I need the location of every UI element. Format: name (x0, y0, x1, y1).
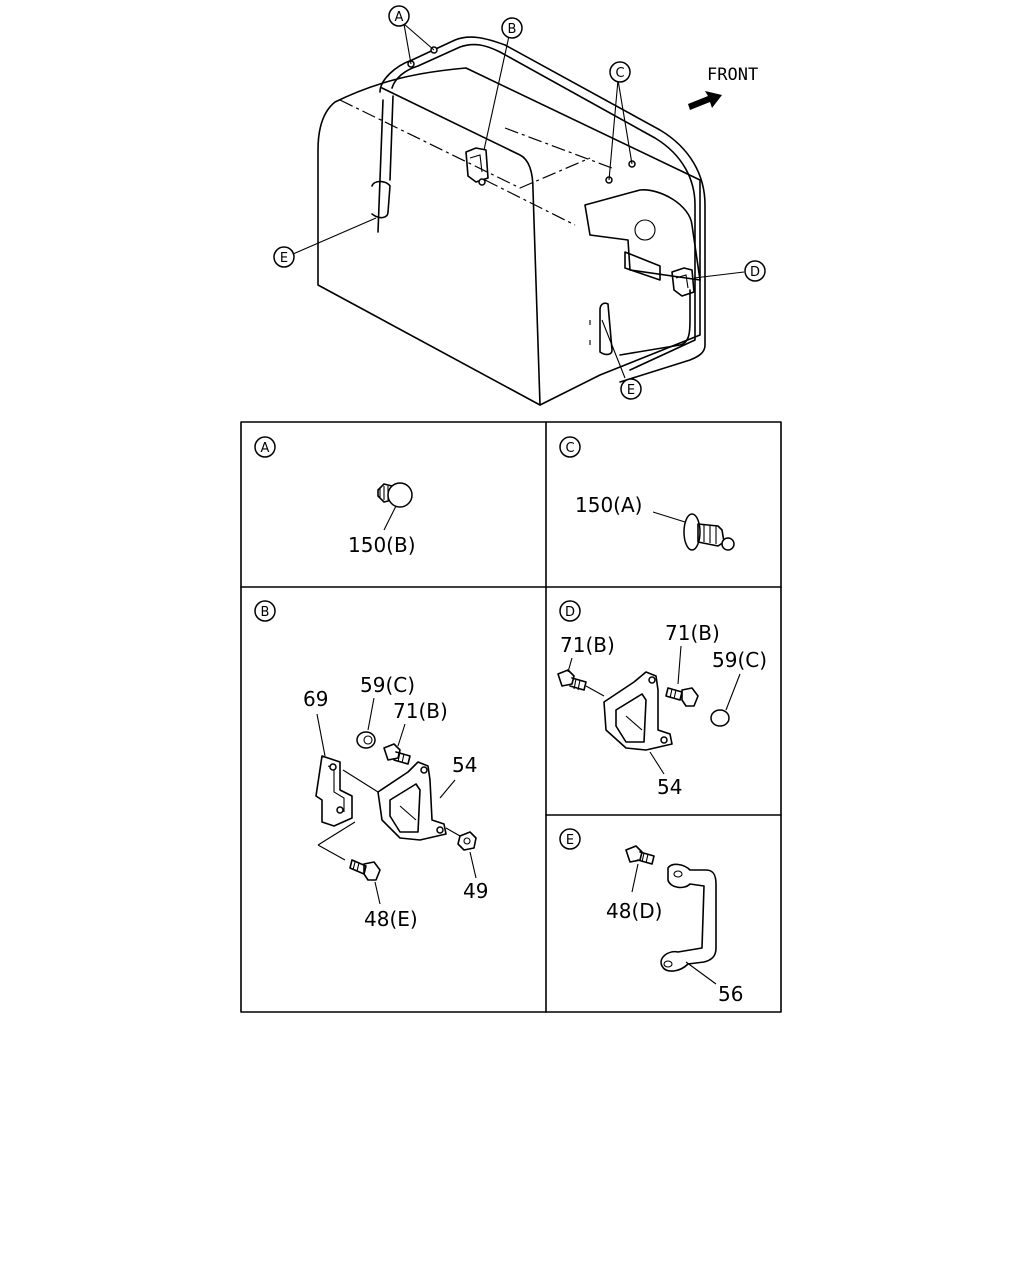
grommet-59c-icon (356, 731, 376, 749)
svg-text:B: B (508, 22, 517, 37)
grommet-59c-d-icon (710, 709, 730, 727)
callout-e-right: E (620, 378, 642, 400)
front-indicator: FRONT (688, 65, 758, 110)
part-label-49: 49 (463, 879, 488, 903)
callout-b: B (501, 17, 523, 39)
svg-text:A: A (395, 10, 404, 25)
bracket-54-d-icon (603, 671, 673, 751)
svg-text:E: E (627, 383, 635, 398)
part-label-71b-left: 71(B) (560, 633, 615, 657)
bracket-b-overview (465, 147, 489, 183)
front-arrow-icon (688, 91, 722, 110)
cab-overview (317, 36, 706, 406)
svg-text:C: C (615, 66, 624, 81)
detail-grid (240, 421, 782, 1013)
clip-150a-icon (683, 513, 735, 551)
panel-c-letter: C (565, 441, 574, 456)
part-label-150b: 150(B) (348, 533, 416, 557)
roof-hidden-line (339, 99, 591, 189)
bracket-54-icon (377, 761, 447, 841)
part-label-59c: 59(C) (360, 673, 415, 697)
part-label-56: 56 (718, 982, 743, 1006)
bolt-71b-right-icon (665, 687, 699, 707)
svg-text:E: E (280, 251, 288, 266)
nut-49-icon (457, 831, 477, 851)
callout-a: A (388, 5, 410, 27)
cab-body-outline (317, 67, 701, 406)
rear-frame (379, 36, 706, 383)
panel-b-letter: B (261, 605, 270, 620)
panel-e: E 48(D) 56 (559, 828, 743, 1006)
overview-callouts: A B C D E E (273, 5, 766, 400)
callout-c: C (609, 61, 631, 83)
clip-150b-icon (377, 482, 413, 508)
overview-leaders (292, 23, 745, 379)
panel-d: D 71(B) 71(B) 59(C) 54 (557, 600, 767, 799)
part-label-54-d: 54 (657, 775, 682, 799)
part-label-71b: 71(B) (393, 699, 448, 723)
part-label-71b-right: 71(B) (665, 621, 720, 645)
part-label-69: 69 (303, 687, 328, 711)
panel-d-letter: D (565, 605, 575, 620)
part-label-59c-d: 59(C) (712, 648, 767, 672)
panel-a: A 150(B) (254, 436, 416, 557)
part-label-48d: 48(D) (606, 899, 662, 923)
bolt-71b-icon (383, 743, 411, 765)
panel-c: C 150(A) (559, 436, 735, 551)
callout-d: D (744, 260, 766, 282)
bolt-48d-icon (625, 845, 655, 865)
part-label-150a: 150(A) (575, 493, 642, 517)
svg-text:D: D (750, 265, 760, 280)
plate-69-icon (315, 755, 356, 861)
grab-handle-56-icon (660, 863, 717, 972)
part-label-54: 54 (452, 753, 477, 777)
panel-e-letter: E (566, 833, 574, 848)
part-label-48e: 48(E) (364, 907, 418, 931)
grab-handle-left (371, 180, 391, 219)
callout-e-left: E (273, 246, 295, 268)
bolt-48e-icon (349, 859, 381, 881)
front-label: FRONT (707, 65, 758, 85)
panel-a-letter: A (261, 441, 270, 456)
bracket-d-overview (671, 267, 695, 297)
panel-b: B 69 59(C) 71(B) 54 (254, 600, 488, 931)
bolt-71b-left-icon (557, 669, 587, 691)
cab-rear-panel-edge (381, 87, 541, 406)
